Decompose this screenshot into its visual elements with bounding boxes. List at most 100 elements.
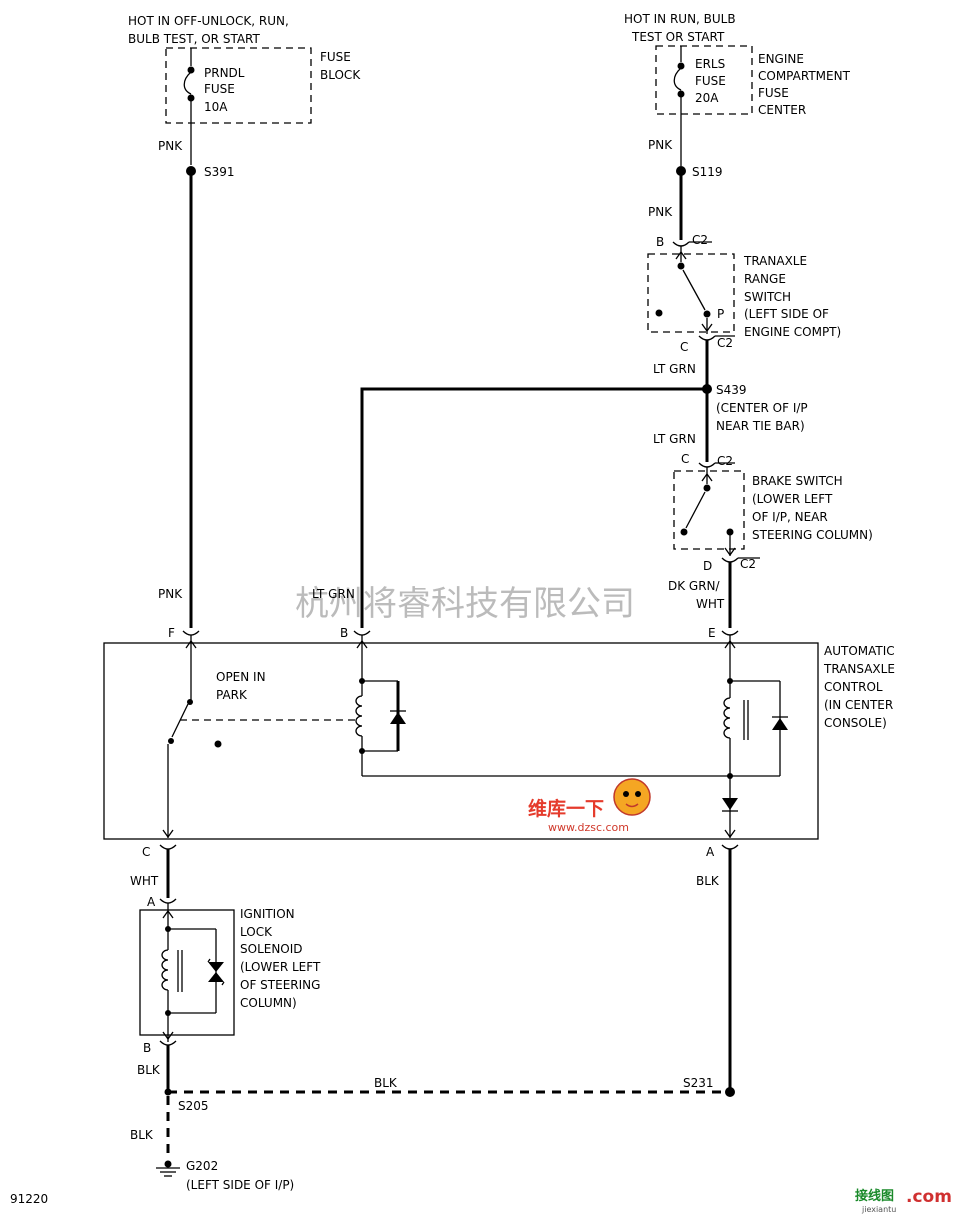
prndl-fuse-rating: 10A	[204, 100, 228, 114]
solenoid-pin-a: A	[147, 895, 156, 909]
wire-label-blk-ground: BLK	[130, 1128, 154, 1142]
trs-pin-b: B	[656, 235, 664, 249]
splice-s391-label: S391	[204, 165, 235, 179]
solenoid-label-6: COLUMN)	[240, 996, 297, 1010]
wire-label-ltgrn-upper: LT GRN	[653, 362, 696, 376]
tranaxle-label-1: TRANAXLE	[743, 254, 807, 268]
wire-label-blk-solenoid: BLK	[137, 1063, 161, 1077]
erls-fuse: HOT IN RUN, BULB TEST OR START ERLS FUSE…	[624, 12, 851, 117]
solenoid-label-5: OF STEERING	[240, 978, 320, 992]
automatic-transaxle-control: AUTOMATIC TRANSAXLE CONTROL (IN CENTER C…	[103, 626, 895, 840]
tranaxle-range-switch: B C2 P C2 C TRANAXLE RANGE SWITCH (LEFT …	[647, 233, 841, 354]
brake-pin-d: D	[703, 559, 712, 573]
control-label-1: AUTOMATIC	[824, 644, 895, 658]
wire-label-dkgrn-2: WHT	[696, 597, 725, 611]
jiexiantu-domain: .com	[906, 1187, 952, 1207]
prndl-fuse: HOT IN OFF-UNLOCK, RUN, BULB TEST, OR ST…	[128, 14, 361, 124]
engine-fuse-center-outline	[655, 45, 753, 115]
splice-s231-label: S231	[683, 1076, 714, 1090]
erls-hot-label-2: TEST OR START	[631, 30, 725, 44]
prndl-fuse-name-1: PRNDL	[204, 66, 245, 80]
brake-pin-c: C	[681, 452, 689, 466]
wire-label-ltgrn-left: LT GRN	[312, 587, 355, 601]
ground-g202: G202 (LEFT SIDE OF I/P)	[156, 1159, 294, 1192]
control-label-3: CONTROL	[824, 680, 883, 694]
engine-fuse-label-3: FUSE	[758, 86, 789, 100]
fuse-block-outline	[165, 47, 312, 124]
wire-label-pnk-right: PNK	[648, 205, 673, 219]
trs-park-position: P	[717, 307, 724, 321]
brake-c2-bottom: C2	[740, 557, 756, 571]
solenoid-label-2: LOCK	[240, 925, 273, 939]
brake-switch: C C2 C2 D BRAKE SWITCH (LOWER LEFT OF I/…	[673, 452, 873, 573]
dzsc-logo-text: 维库一下	[528, 797, 604, 820]
trs-pin-c: C	[680, 340, 688, 354]
fuse-block-label-2: BLOCK	[320, 68, 361, 82]
wire-label-pnk-left: PNK	[158, 587, 183, 601]
erls-hot-label-1: HOT IN RUN, BULB	[624, 12, 736, 26]
splice-s439-label: S439	[716, 383, 747, 397]
splice-s119-label: S119	[692, 165, 723, 179]
splice-s439-loc-1: (CENTER OF I/P	[716, 401, 808, 415]
solenoid-label-1: IGNITION	[240, 907, 295, 921]
ground-name: G202	[186, 1159, 218, 1173]
brake-switch-outline	[673, 470, 745, 550]
erls-fuse-name-2: FUSE	[695, 74, 726, 88]
control-pin-a: A	[706, 845, 715, 859]
control-module-outline	[103, 642, 819, 840]
prndl-hot-label-1: HOT IN OFF-UNLOCK, RUN,	[128, 14, 289, 28]
brake-label-1: BRAKE SWITCH	[752, 474, 843, 488]
fuse-block-label-1: FUSE	[320, 50, 351, 64]
open-in-park-1: OPEN IN	[216, 670, 266, 684]
splice-s205	[164, 1088, 172, 1096]
solenoid-pin-b: B	[143, 1041, 151, 1055]
prndl-fuse-name-2: FUSE	[204, 82, 235, 96]
control-pin-f: F	[168, 626, 175, 640]
solenoid-label-4: (LOWER LEFT	[240, 960, 321, 974]
trs-c2-bottom: C2	[717, 336, 733, 350]
wire-label-ltgrn-lower: LT GRN	[653, 432, 696, 446]
brake-c2-top: C2	[717, 454, 733, 468]
erls-fuse-rating: 20A	[695, 91, 719, 105]
tranaxle-label-2: RANGE	[744, 272, 786, 286]
prndl-hot-label-2: BULB TEST, OR START	[128, 32, 261, 46]
wire-label-wht: WHT	[130, 874, 159, 888]
tranaxle-switch-outline	[647, 253, 735, 333]
control-label-4: (IN CENTER	[824, 698, 893, 712]
tranaxle-label-4: (LEFT SIDE OF	[744, 307, 829, 321]
watermark-text: 杭州将睿科技有限公司	[295, 584, 635, 624]
control-pin-e: E	[708, 626, 716, 640]
jiexiantu-logo: 接线图 .com jiexiantu	[855, 1187, 952, 1214]
dzsc-logo: 维库一下 www.dzsc.com	[528, 778, 651, 834]
wire-label-pnk-right-top: PNK	[648, 138, 673, 152]
solenoid-outline	[139, 909, 235, 1036]
splice-s205-label: S205	[178, 1099, 209, 1113]
erls-fuse-name-1: ERLS	[695, 57, 725, 71]
wire-label-pnk-left-top: PNK	[158, 139, 183, 153]
wire-label-dkgrn-1: DK GRN/	[668, 579, 721, 593]
tranaxle-label-5: ENGINE COMPT)	[744, 325, 841, 339]
wire-label-blk-right: BLK	[696, 874, 720, 888]
brake-label-3: OF I/P, NEAR	[752, 510, 828, 524]
control-pin-c: C	[142, 845, 150, 859]
engine-fuse-label-2: COMPARTMENT	[758, 69, 851, 83]
engine-fuse-label-1: ENGINE	[758, 52, 804, 66]
solenoid-label-3: SOLENOID	[240, 942, 303, 956]
wire-label-blk-bus: BLK	[374, 1076, 398, 1090]
control-label-2: TRANSAXLE	[823, 662, 895, 676]
dzsc-logo-url: www.dzsc.com	[548, 821, 629, 834]
ignition-lock-solenoid: A IGNITION LOCK SOLENOID (LOWER LEFT OF …	[139, 895, 321, 1042]
splice-s231	[725, 1087, 735, 1097]
tranaxle-label-3: SWITCH	[744, 290, 791, 304]
engine-fuse-label-4: CENTER	[758, 103, 806, 117]
control-pin-b: B	[340, 626, 348, 640]
brake-label-2: (LOWER LEFT	[752, 492, 833, 506]
trs-c2-top: C2	[692, 233, 708, 247]
control-label-5: CONSOLE)	[824, 716, 887, 730]
jiexiantu-sub: jiexiantu	[861, 1205, 896, 1214]
figure-id: 91220	[10, 1192, 48, 1206]
ground-location: (LEFT SIDE OF I/P)	[186, 1178, 294, 1192]
jiexiantu-brand: 接线图	[855, 1188, 894, 1204]
open-in-park-2: PARK	[216, 688, 248, 702]
